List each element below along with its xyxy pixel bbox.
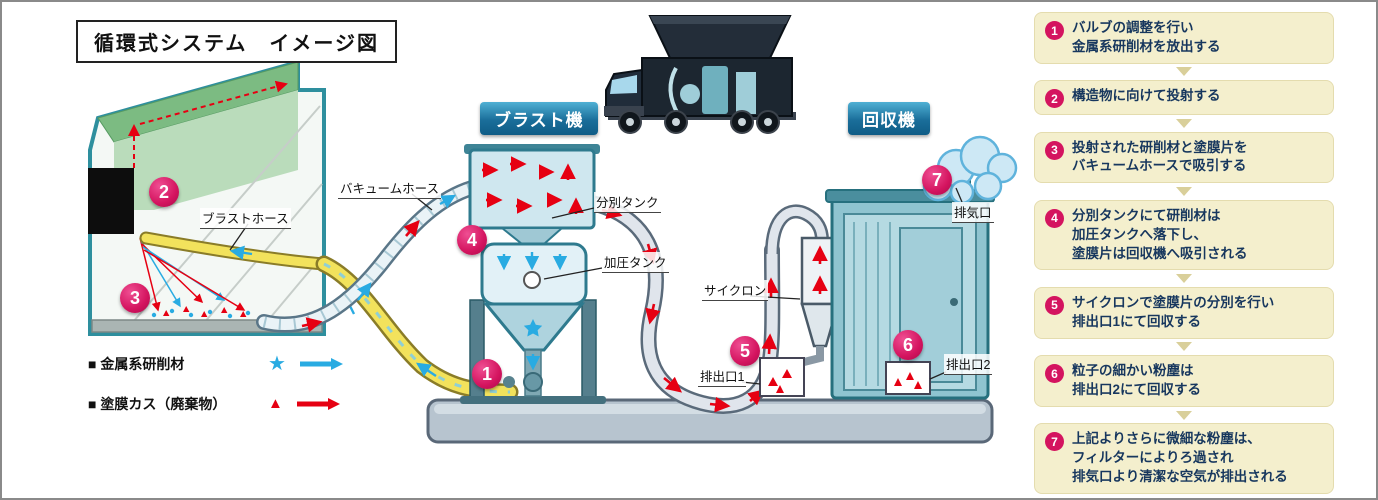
step-text-6: 粒子の細かい粉塵は 排出口2にて回収する xyxy=(1072,363,1202,397)
step-box-5: 5 サイクロンで塗膜片の分別を行い 排出口1にて回収する xyxy=(1034,286,1334,339)
pressure-tank-label: 加圧タンク xyxy=(602,252,669,273)
recovery-machine-label: 回収機 xyxy=(848,102,930,135)
outlet-2-label: 排出口2 xyxy=(944,354,993,375)
containment-opening xyxy=(88,168,134,234)
step-box-6: 6 粒子の細かい粉塵は 排出口2にて回収する xyxy=(1034,355,1334,407)
step-connector-arrow xyxy=(1176,118,1192,128)
step-box-7: 7 上記よりさらに微細な粉塵は、 フィルターによりろ過され 排気口より清潔な空気… xyxy=(1034,423,1334,494)
truck xyxy=(604,15,796,134)
step-text-1: バルブの調整を行い 金属系研削材を放出する xyxy=(1072,20,1221,54)
step-box-3: 3 投射された研削材と塗膜片を バキュームホースで吸引する xyxy=(1034,131,1334,184)
step-number-3: 3 xyxy=(1045,140,1064,160)
exhaust-port-label: 排気口 xyxy=(952,202,994,223)
diagram-marker-6: 6 xyxy=(893,330,923,360)
step-box-1: 1 バルブの調整を行い 金属系研削材を放出する xyxy=(1034,12,1334,64)
legend-abrasive-label: ■ 金属系研削材 xyxy=(88,356,185,372)
vacuum-hose xyxy=(256,180,480,333)
tank-valve xyxy=(523,271,541,289)
cyclone-label: サイクロン xyxy=(702,280,769,301)
diagram-marker-1: 1 xyxy=(472,359,502,389)
legend-paint-waste-label: ■ 塗膜カス（廃棄物） xyxy=(88,396,227,412)
step-text-5: サイクロンで塗膜片の分別を行い 排出口1にて回収する xyxy=(1072,294,1275,329)
step-box-4: 4 分別タンクにて研削材は 加圧タンクへ落下し、 塗膜片は回収機へ吸引される xyxy=(1034,199,1334,271)
step-number-5: 5 xyxy=(1045,295,1064,315)
blast-machine xyxy=(460,144,606,404)
step-text-2: 構造物に向けて投射する xyxy=(1072,88,1221,104)
legend-abrasive: ■ 金属系研削材 ★ xyxy=(88,354,344,374)
separation-tank xyxy=(468,148,596,230)
diagram-title: 循環式システム イメージ図 xyxy=(76,20,397,63)
blue-arrow-icon xyxy=(299,358,343,370)
system-diagram xyxy=(88,15,1018,444)
step-connector-arrow xyxy=(1176,67,1192,77)
step-number-6: 6 xyxy=(1045,364,1064,384)
blast-machine-label: ブラスト機 xyxy=(480,102,598,135)
step-connector-arrow xyxy=(1176,342,1192,352)
recovery-machine xyxy=(759,135,1018,400)
blast-spray xyxy=(139,237,251,319)
recovery-grille xyxy=(853,222,891,386)
step-box-2: 2 構造物に向けて投射する xyxy=(1034,80,1334,116)
step-number-4: 4 xyxy=(1045,208,1064,228)
abrasive-particles xyxy=(151,308,251,319)
steps-panel: 1 バルブの調整を行い 金属系研削材を放出する 2 構造物に向けて投射する 3 … xyxy=(1034,12,1334,494)
step-text-4: 分別タンクにて研削材は 加圧タンクへ落下し、 塗膜片は回収機へ吸引される xyxy=(1072,207,1248,261)
abrasive-star-marker xyxy=(523,319,543,337)
abrasive-star-icon: ★ xyxy=(268,353,286,375)
diagram-marker-4: 4 xyxy=(457,225,487,255)
diagram-marker-3: 3 xyxy=(120,283,150,313)
step-connector-arrow xyxy=(1176,187,1192,197)
outlet-1-label: 排出口1 xyxy=(698,366,747,387)
truck-wheels xyxy=(618,110,780,134)
truck-window xyxy=(610,75,637,94)
step-text-3: 投射された研削材と塗膜片を バキュームホースで吸引する xyxy=(1072,139,1248,174)
separation-tank-label: 分別タンク xyxy=(594,192,661,213)
diagram-marker-7: 7 xyxy=(922,165,952,195)
vacuum-hose-label: バキュームホース xyxy=(338,178,442,199)
diagram-marker-5: 5 xyxy=(730,336,760,366)
outlet-1-box xyxy=(759,357,805,397)
diagram-marker-2: 2 xyxy=(149,177,179,207)
red-arrow-icon xyxy=(296,398,340,410)
paint-chip-particles xyxy=(163,306,247,317)
step-number-7: 7 xyxy=(1045,432,1064,452)
outlet-2-box xyxy=(885,361,931,395)
step-connector-arrow xyxy=(1176,274,1192,284)
blast-hose-label: ブラストホース xyxy=(200,208,291,229)
step-text-7: 上記よりさらに微細な粉塵は、 フィルターによりろ過され 排気口より清潔な空気が排… xyxy=(1072,431,1288,485)
step-number-2: 2 xyxy=(1045,89,1064,109)
step-connector-arrow xyxy=(1176,410,1192,420)
step-number-1: 1 xyxy=(1045,21,1064,40)
legend-paint-waste: ■ 塗膜カス（廃棄物） ▲ xyxy=(88,394,341,414)
release-valve xyxy=(523,372,543,392)
paint-waste-triangle-icon: ▲ xyxy=(268,395,283,412)
